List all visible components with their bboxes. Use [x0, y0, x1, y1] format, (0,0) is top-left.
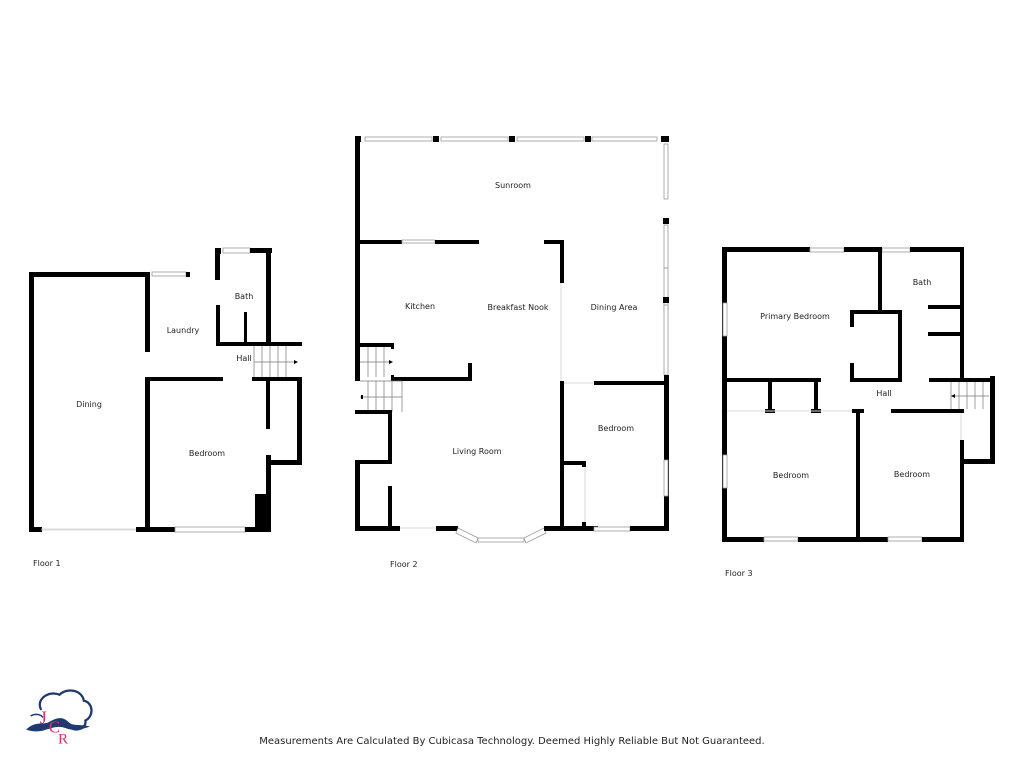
- room-label-bedroom-right: Bedroom: [894, 470, 930, 479]
- floor-2-label: Floor 2: [390, 560, 418, 569]
- room-label-hall: Hall: [236, 354, 251, 363]
- floor-2-plan: Sunroom Kitchen Breakfast Nook Dining Ar…: [355, 136, 669, 569]
- room-label-bath: Bath: [913, 278, 932, 287]
- room-label-bedroom: Bedroom: [189, 449, 225, 458]
- room-label-laundry: Laundry: [167, 326, 200, 335]
- room-label-bedroom: Bedroom: [598, 424, 634, 433]
- room-label-dining: Dining: [76, 400, 102, 409]
- floor-3-plan: Primary Bedroom Bath Hall Bedroom Bedroo…: [722, 247, 995, 578]
- room-label-hall: Hall: [876, 389, 891, 398]
- room-label-primary-bedroom: Primary Bedroom: [760, 312, 830, 321]
- room-label-breakfast-nook: Breakfast Nook: [487, 303, 548, 312]
- wave-icon: [26, 718, 90, 732]
- logo-letter-r: R: [58, 730, 69, 747]
- room-label-bath: Bath: [235, 292, 254, 301]
- room-label-sunroom: Sunroom: [495, 181, 531, 190]
- floor-1-plan: Dining Laundry Bath Hall Bedroom Floor 1: [29, 247, 302, 568]
- floor-1-label: Floor 1: [33, 559, 61, 568]
- measurement-disclaimer: Measurements Are Calculated By Cubicasa …: [259, 736, 765, 747]
- room-label-living-room: Living Room: [452, 447, 501, 456]
- floor-3-label: Floor 3: [725, 569, 753, 578]
- brand-logo: J C R: [26, 689, 93, 747]
- room-label-kitchen: Kitchen: [405, 302, 435, 311]
- room-label-bedroom-left: Bedroom: [773, 471, 809, 480]
- room-label-dining-area: Dining Area: [591, 303, 638, 312]
- logo-letter-c: C: [49, 718, 60, 737]
- logo-letter-j: J: [40, 708, 47, 728]
